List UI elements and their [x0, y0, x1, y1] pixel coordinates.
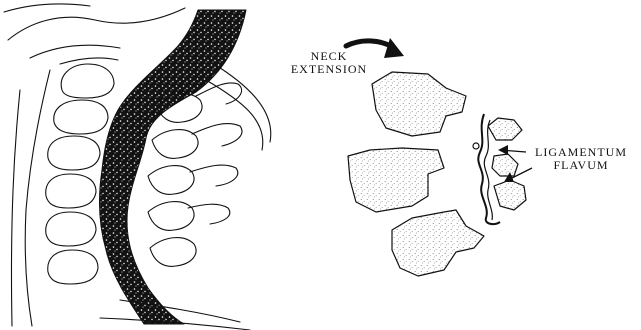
skull-contour — [8, 8, 185, 40]
vertebral-body — [48, 136, 100, 170]
vertebral-body — [54, 100, 108, 134]
posterior-element — [494, 180, 526, 210]
neck-contour — [206, 80, 263, 150]
spinal-cord — [99, 10, 246, 324]
vertebral-body — [48, 250, 98, 284]
vertebral-body — [372, 72, 466, 136]
ligament-node — [473, 143, 479, 149]
vertebral-body — [46, 212, 96, 246]
skull-contour — [60, 58, 118, 64]
skull-contour — [4, 4, 90, 12]
neck-extension-label: NECK EXTENSION — [283, 50, 375, 76]
lamina — [148, 166, 194, 195]
vertebral-body — [61, 64, 114, 98]
vertebral-body — [348, 148, 444, 212]
spinous-process — [190, 165, 238, 186]
posterior-element — [488, 118, 522, 140]
spinous-process — [192, 124, 242, 146]
lamina — [148, 202, 194, 231]
lig-label-line2: FLAVUM — [522, 159, 640, 172]
vertebrae-detail — [348, 72, 526, 276]
skull-contour — [30, 45, 120, 58]
ligamentum-flavum-label: LIGAMENTUM FLAVUM — [522, 146, 640, 172]
neck-label-line2: EXTENSION — [283, 63, 375, 76]
anterior-contour — [11, 90, 20, 326]
cervical-spine-drawing — [4, 4, 271, 330]
posterior-element — [492, 154, 518, 176]
lamina — [150, 238, 196, 267]
vertebral-body — [392, 210, 484, 276]
lamina — [152, 130, 198, 159]
vertebral-body — [46, 174, 96, 208]
